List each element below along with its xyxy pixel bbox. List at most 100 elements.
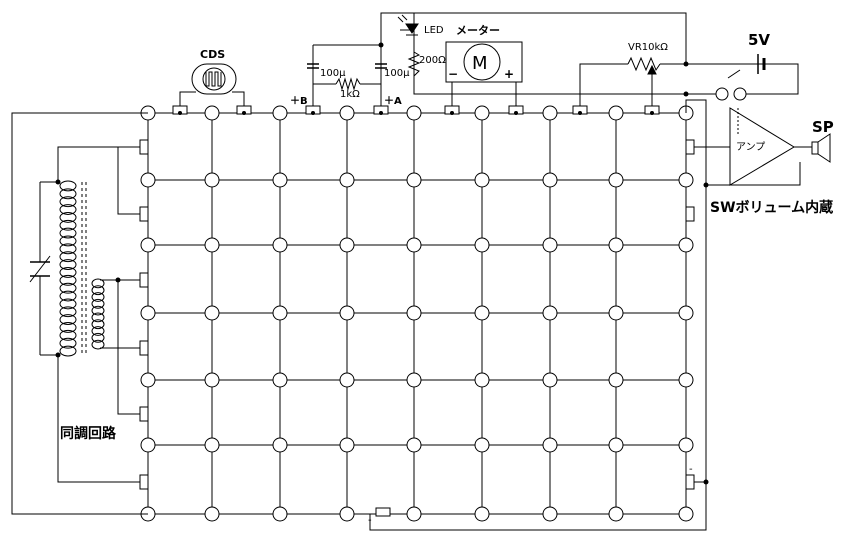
breadboard-pad bbox=[678, 372, 694, 388]
breadboard-pad bbox=[542, 105, 558, 121]
meter-minus-label: − bbox=[448, 67, 458, 81]
breadboard-pad bbox=[140, 237, 156, 253]
breadboard-pad bbox=[678, 506, 694, 522]
res-1k-label: 1kΩ bbox=[340, 89, 360, 100]
led-icon bbox=[397, 14, 419, 36]
breadboard-pad bbox=[339, 437, 355, 453]
breadboard-pad bbox=[608, 437, 624, 453]
coil-turn bbox=[59, 337, 77, 349]
speaker-icon bbox=[811, 133, 831, 163]
breadboard-pad bbox=[406, 506, 422, 522]
coil-turn bbox=[91, 285, 105, 296]
breadboard-pad bbox=[608, 372, 624, 388]
breadboard-pad bbox=[339, 172, 355, 188]
breadboard-pad bbox=[204, 172, 220, 188]
breadboard-pad bbox=[140, 437, 156, 453]
breadboard-pad bbox=[542, 172, 558, 188]
breadboard-pad bbox=[406, 305, 422, 321]
breadboard-pad bbox=[339, 305, 355, 321]
breadboard-pad bbox=[542, 305, 558, 321]
breadboard-pad bbox=[272, 105, 288, 121]
sw-volume-label: SWボリューム内蔵 bbox=[710, 199, 833, 216]
motor-label: M bbox=[472, 53, 488, 74]
tuning-coil-icon bbox=[59, 180, 105, 357]
cds-label: CDS bbox=[200, 48, 225, 61]
speaker-label: SP bbox=[812, 118, 834, 136]
coil-turn bbox=[91, 339, 105, 350]
coil-turn bbox=[59, 267, 77, 278]
breadboard-pad bbox=[272, 172, 288, 188]
breadboard-pad bbox=[140, 372, 156, 388]
coil-turn bbox=[91, 292, 105, 302]
breadboard-pad bbox=[542, 237, 558, 253]
meter-label: メーター bbox=[456, 24, 500, 37]
led-label: LED bbox=[424, 25, 444, 36]
breadboard-pad bbox=[272, 237, 288, 253]
breadboard-pad bbox=[474, 372, 490, 388]
breadboard-pad bbox=[542, 506, 558, 522]
breadboard-pad bbox=[406, 237, 422, 253]
capacitor-a-icon bbox=[375, 63, 387, 69]
res-200-label: 200Ω bbox=[419, 55, 446, 66]
breadboard-pad bbox=[140, 172, 156, 188]
breadboard-pad bbox=[678, 237, 694, 253]
breadboard-pad bbox=[204, 237, 220, 253]
amplifier-icon bbox=[729, 107, 812, 186]
power-switch-icon bbox=[715, 69, 747, 101]
breadboard-pad bbox=[542, 372, 558, 388]
breadboard-pad bbox=[272, 372, 288, 388]
resistor-200-icon bbox=[407, 51, 421, 77]
coil-turn bbox=[59, 274, 77, 286]
coil-turn bbox=[59, 180, 77, 192]
junctions bbox=[55, 42, 709, 485]
coil-turn bbox=[59, 290, 77, 302]
coil-turn bbox=[59, 314, 77, 326]
variable-resistor-icon bbox=[627, 56, 661, 75]
breadboard-pad bbox=[339, 372, 355, 388]
coil-turn bbox=[59, 251, 77, 263]
plus-a-label: ＋A bbox=[384, 95, 402, 107]
tuning-circuit-label: 同調回路 bbox=[60, 425, 117, 442]
coil-turn bbox=[59, 282, 77, 294]
coil-turn bbox=[59, 329, 77, 341]
coil-turn bbox=[59, 227, 77, 239]
breadboard-pad bbox=[678, 437, 694, 453]
breadboard-pads bbox=[140, 105, 694, 522]
breadboard-pad bbox=[608, 506, 624, 522]
breadboard-pad bbox=[608, 105, 624, 121]
coil-turn bbox=[59, 188, 77, 200]
coil-turn bbox=[59, 243, 77, 255]
capacitor-b-icon bbox=[307, 63, 319, 69]
breadboard-pad bbox=[608, 172, 624, 188]
breadboard-pad bbox=[474, 506, 490, 522]
breadboard-pad bbox=[272, 437, 288, 453]
coil-turn bbox=[59, 322, 77, 333]
coil-turn bbox=[59, 306, 77, 318]
battery-label: 5V bbox=[748, 31, 770, 49]
breadboard-pad bbox=[406, 372, 422, 388]
coil-turn bbox=[91, 312, 105, 323]
breadboard-pad bbox=[339, 506, 355, 522]
coil-turn bbox=[59, 219, 77, 231]
coil-turn bbox=[91, 319, 105, 330]
coil-turn bbox=[91, 305, 105, 316]
breadboard-pad bbox=[474, 237, 490, 253]
coil-turn bbox=[91, 278, 105, 289]
coil-turn bbox=[91, 332, 105, 343]
breadboard-pad bbox=[678, 305, 694, 321]
cds-photoresistor-icon bbox=[191, 63, 237, 95]
breadboard-pad bbox=[474, 172, 490, 188]
cap-a-label: 100μ bbox=[384, 68, 410, 79]
coil-turn bbox=[59, 204, 77, 215]
battery-icon bbox=[720, 54, 798, 74]
breadboard-pad bbox=[272, 506, 288, 522]
breadboard-pad bbox=[339, 237, 355, 253]
coil-turn bbox=[59, 298, 77, 310]
breadboard-pad bbox=[608, 305, 624, 321]
breadboard-pad bbox=[204, 105, 220, 121]
cap-b-label: 100μ bbox=[320, 68, 346, 79]
breadboard-pad bbox=[474, 105, 490, 121]
breadboard-pad bbox=[204, 372, 220, 388]
